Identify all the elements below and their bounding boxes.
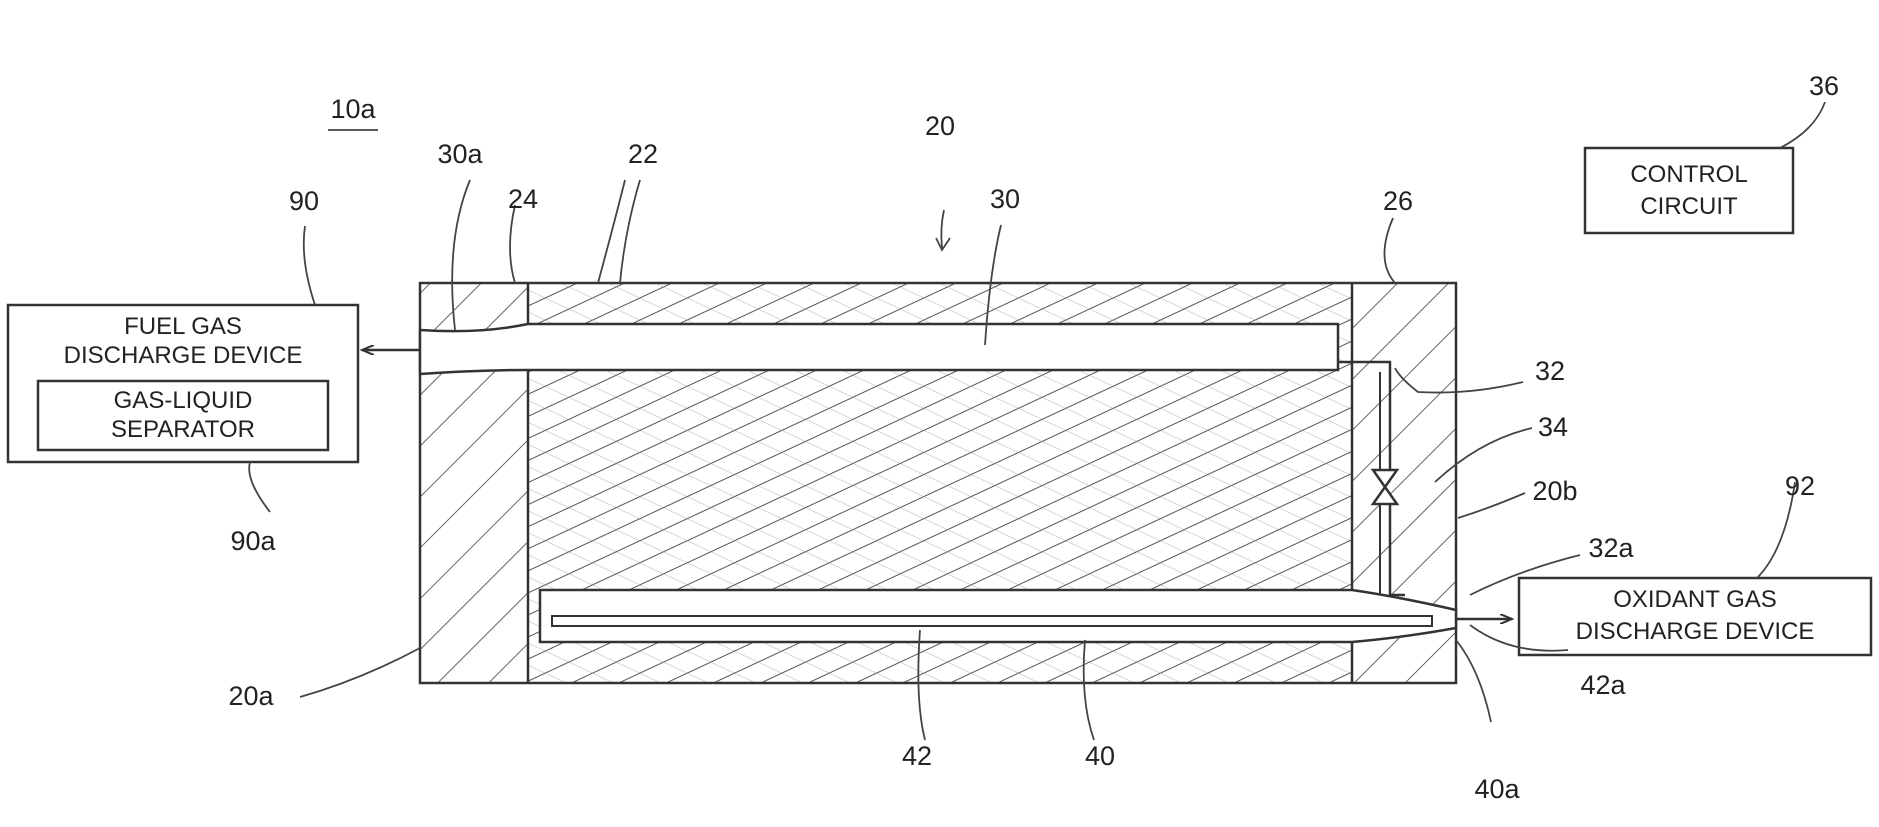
fuel-gas-channel bbox=[420, 324, 1338, 374]
label-40: 40 bbox=[1085, 741, 1115, 771]
label-20: 20 bbox=[925, 111, 955, 141]
control-circuit-box: CONTROL CIRCUIT bbox=[1585, 148, 1793, 233]
fuel-discharge-line1: FUEL GAS bbox=[124, 313, 242, 340]
label-42: 42 bbox=[902, 741, 932, 771]
label-10a: 10a bbox=[330, 94, 376, 124]
label-30: 30 bbox=[990, 184, 1020, 214]
label-34: 34 bbox=[1538, 412, 1568, 442]
control-circuit-line2: CIRCUIT bbox=[1640, 193, 1738, 220]
label-42a: 42a bbox=[1580, 670, 1626, 700]
label-32a: 32a bbox=[1588, 533, 1634, 563]
oxidant-discharge-line2: DISCHARGE DEVICE bbox=[1576, 618, 1815, 645]
inner-tube bbox=[552, 616, 1432, 626]
label-26: 26 bbox=[1383, 186, 1413, 216]
label-20a: 20a bbox=[228, 681, 274, 711]
oxidant-discharge-line1: OXIDANT GAS bbox=[1613, 586, 1777, 613]
label-22: 22 bbox=[628, 139, 658, 169]
label-40a: 40a bbox=[1474, 774, 1520, 804]
label-90: 90 bbox=[289, 186, 319, 216]
control-circuit-line1: CONTROL bbox=[1630, 161, 1747, 188]
label-32: 32 bbox=[1535, 356, 1565, 386]
label-20b: 20b bbox=[1532, 476, 1577, 506]
oxidant-gas-discharge-box: OXIDANT GAS DISCHARGE DEVICE bbox=[1519, 578, 1871, 655]
label-90a: 90a bbox=[230, 526, 276, 556]
fuel-discharge-line2: DISCHARGE DEVICE bbox=[64, 342, 303, 369]
separator-line1: GAS-LIQUID bbox=[114, 387, 253, 414]
separator-line2: SEPARATOR bbox=[111, 416, 255, 443]
label-92: 92 bbox=[1785, 471, 1815, 501]
fuel-cell-stack bbox=[420, 283, 1456, 683]
fuel-gas-discharge-box: FUEL GAS DISCHARGE DEVICE GAS-LIQUID SEP… bbox=[8, 305, 358, 462]
label-24: 24 bbox=[508, 184, 538, 214]
label-36: 36 bbox=[1809, 71, 1839, 101]
label-30a: 30a bbox=[437, 139, 483, 169]
